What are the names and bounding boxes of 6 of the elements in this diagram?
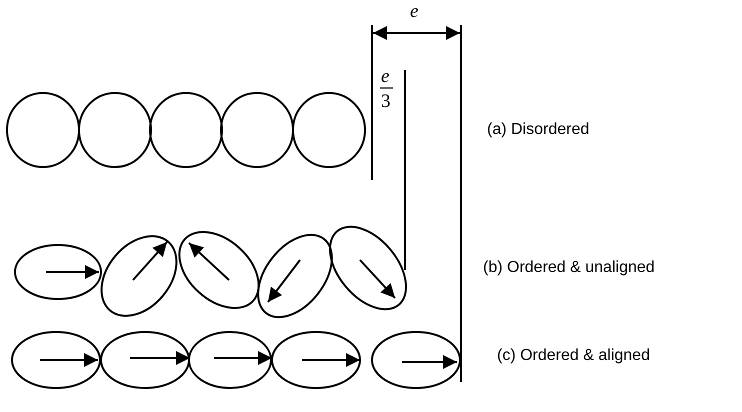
row-label: (b) Ordered & unaligned [483, 260, 655, 276]
row-label: (a) Disordered [487, 122, 590, 138]
row-label: (c) Ordered & aligned [497, 348, 650, 364]
dimension-label: e [410, 2, 418, 21]
fraction-denominator: 3 [381, 92, 390, 111]
fraction-numerator: e [381, 67, 390, 86]
